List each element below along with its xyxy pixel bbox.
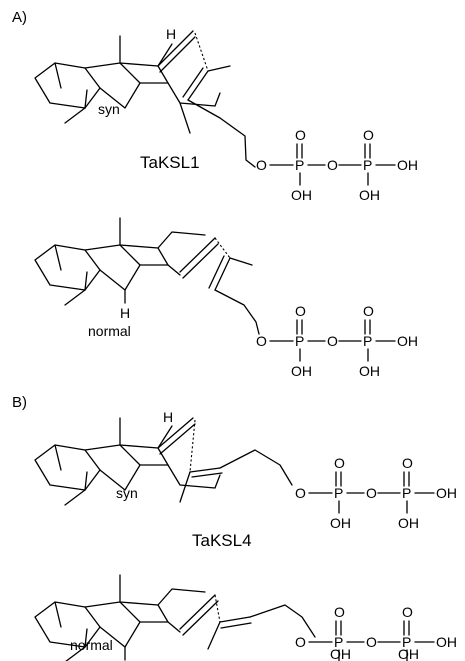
hydroxyl-group: OH bbox=[330, 646, 351, 661]
phosphorus-atom: P bbox=[363, 333, 372, 349]
structure-label-normal: normal bbox=[88, 323, 131, 339]
panel-a: A) H syn O P bbox=[12, 9, 418, 379]
oxygen-atom: O bbox=[334, 455, 345, 471]
structure-b-normal: H normal O P O O P O OH OH OH bbox=[34, 574, 457, 661]
oxygen-atom: O bbox=[295, 634, 306, 650]
panel-a-label: A) bbox=[12, 9, 27, 26]
enzyme-label-takSL1: TaKSL1 bbox=[140, 153, 200, 172]
phosphorus-atom: P bbox=[402, 634, 411, 650]
hydroxyl-group: OH bbox=[436, 485, 457, 501]
structure-label-normal: normal bbox=[70, 637, 113, 653]
oxygen-atom: O bbox=[366, 485, 377, 501]
hydroxyl-group: OH bbox=[398, 515, 419, 531]
oxygen-atom: O bbox=[327, 157, 338, 173]
structure-a-normal: H normal O P O O P O OH OH OH bbox=[34, 217, 418, 379]
oxygen-atom: O bbox=[256, 333, 267, 349]
hydrogen-atom: H bbox=[163, 409, 173, 425]
phosphorus-atom: P bbox=[334, 634, 343, 650]
oxygen-atom: O bbox=[363, 127, 374, 143]
phosphorus-atom: P bbox=[295, 157, 304, 173]
hydrogen-atom: H bbox=[120, 305, 130, 321]
hydroxyl-group: OH bbox=[330, 515, 351, 531]
hydroxyl-group: OH bbox=[398, 646, 419, 661]
hydroxyl-group: OH bbox=[359, 187, 380, 203]
hydroxyl-group: OH bbox=[291, 363, 312, 379]
phosphorus-atom: P bbox=[295, 333, 304, 349]
enzyme-label-takSL4: TaKSL4 bbox=[192, 531, 252, 550]
phosphorus-atom: P bbox=[402, 485, 411, 501]
oxygen-atom: O bbox=[366, 634, 377, 650]
structure-a-syn: H syn O P O O P O OH OH OH bbox=[34, 26, 418, 203]
oxygen-atom: O bbox=[402, 455, 413, 471]
hydroxyl-group: OH bbox=[436, 634, 457, 650]
hydroxyl-group: OH bbox=[397, 333, 418, 349]
hydroxyl-group: OH bbox=[291, 187, 312, 203]
hydrogen-atom: H bbox=[166, 26, 176, 42]
oxygen-atom: O bbox=[295, 127, 306, 143]
oxygen-atom: O bbox=[256, 157, 267, 173]
hydroxyl-group: OH bbox=[397, 157, 418, 173]
hydroxyl-group: OH bbox=[359, 363, 380, 379]
oxygen-atom: O bbox=[363, 303, 374, 319]
oxygen-atom: O bbox=[327, 333, 338, 349]
panel-b: B) H syn O P O O bbox=[12, 394, 457, 661]
oxygen-atom: O bbox=[402, 604, 413, 620]
oxygen-atom: O bbox=[295, 485, 306, 501]
structure-label-syn: syn bbox=[116, 485, 138, 501]
structure-b-syn: H syn O P O O P O OH OH OH bbox=[34, 409, 457, 531]
oxygen-atom: O bbox=[334, 604, 345, 620]
panel-b-label: B) bbox=[12, 394, 27, 411]
oxygen-atom: O bbox=[295, 303, 306, 319]
phosphorus-atom: P bbox=[363, 157, 372, 173]
structure-label-syn: syn bbox=[98, 101, 120, 117]
phosphorus-atom: P bbox=[334, 485, 343, 501]
